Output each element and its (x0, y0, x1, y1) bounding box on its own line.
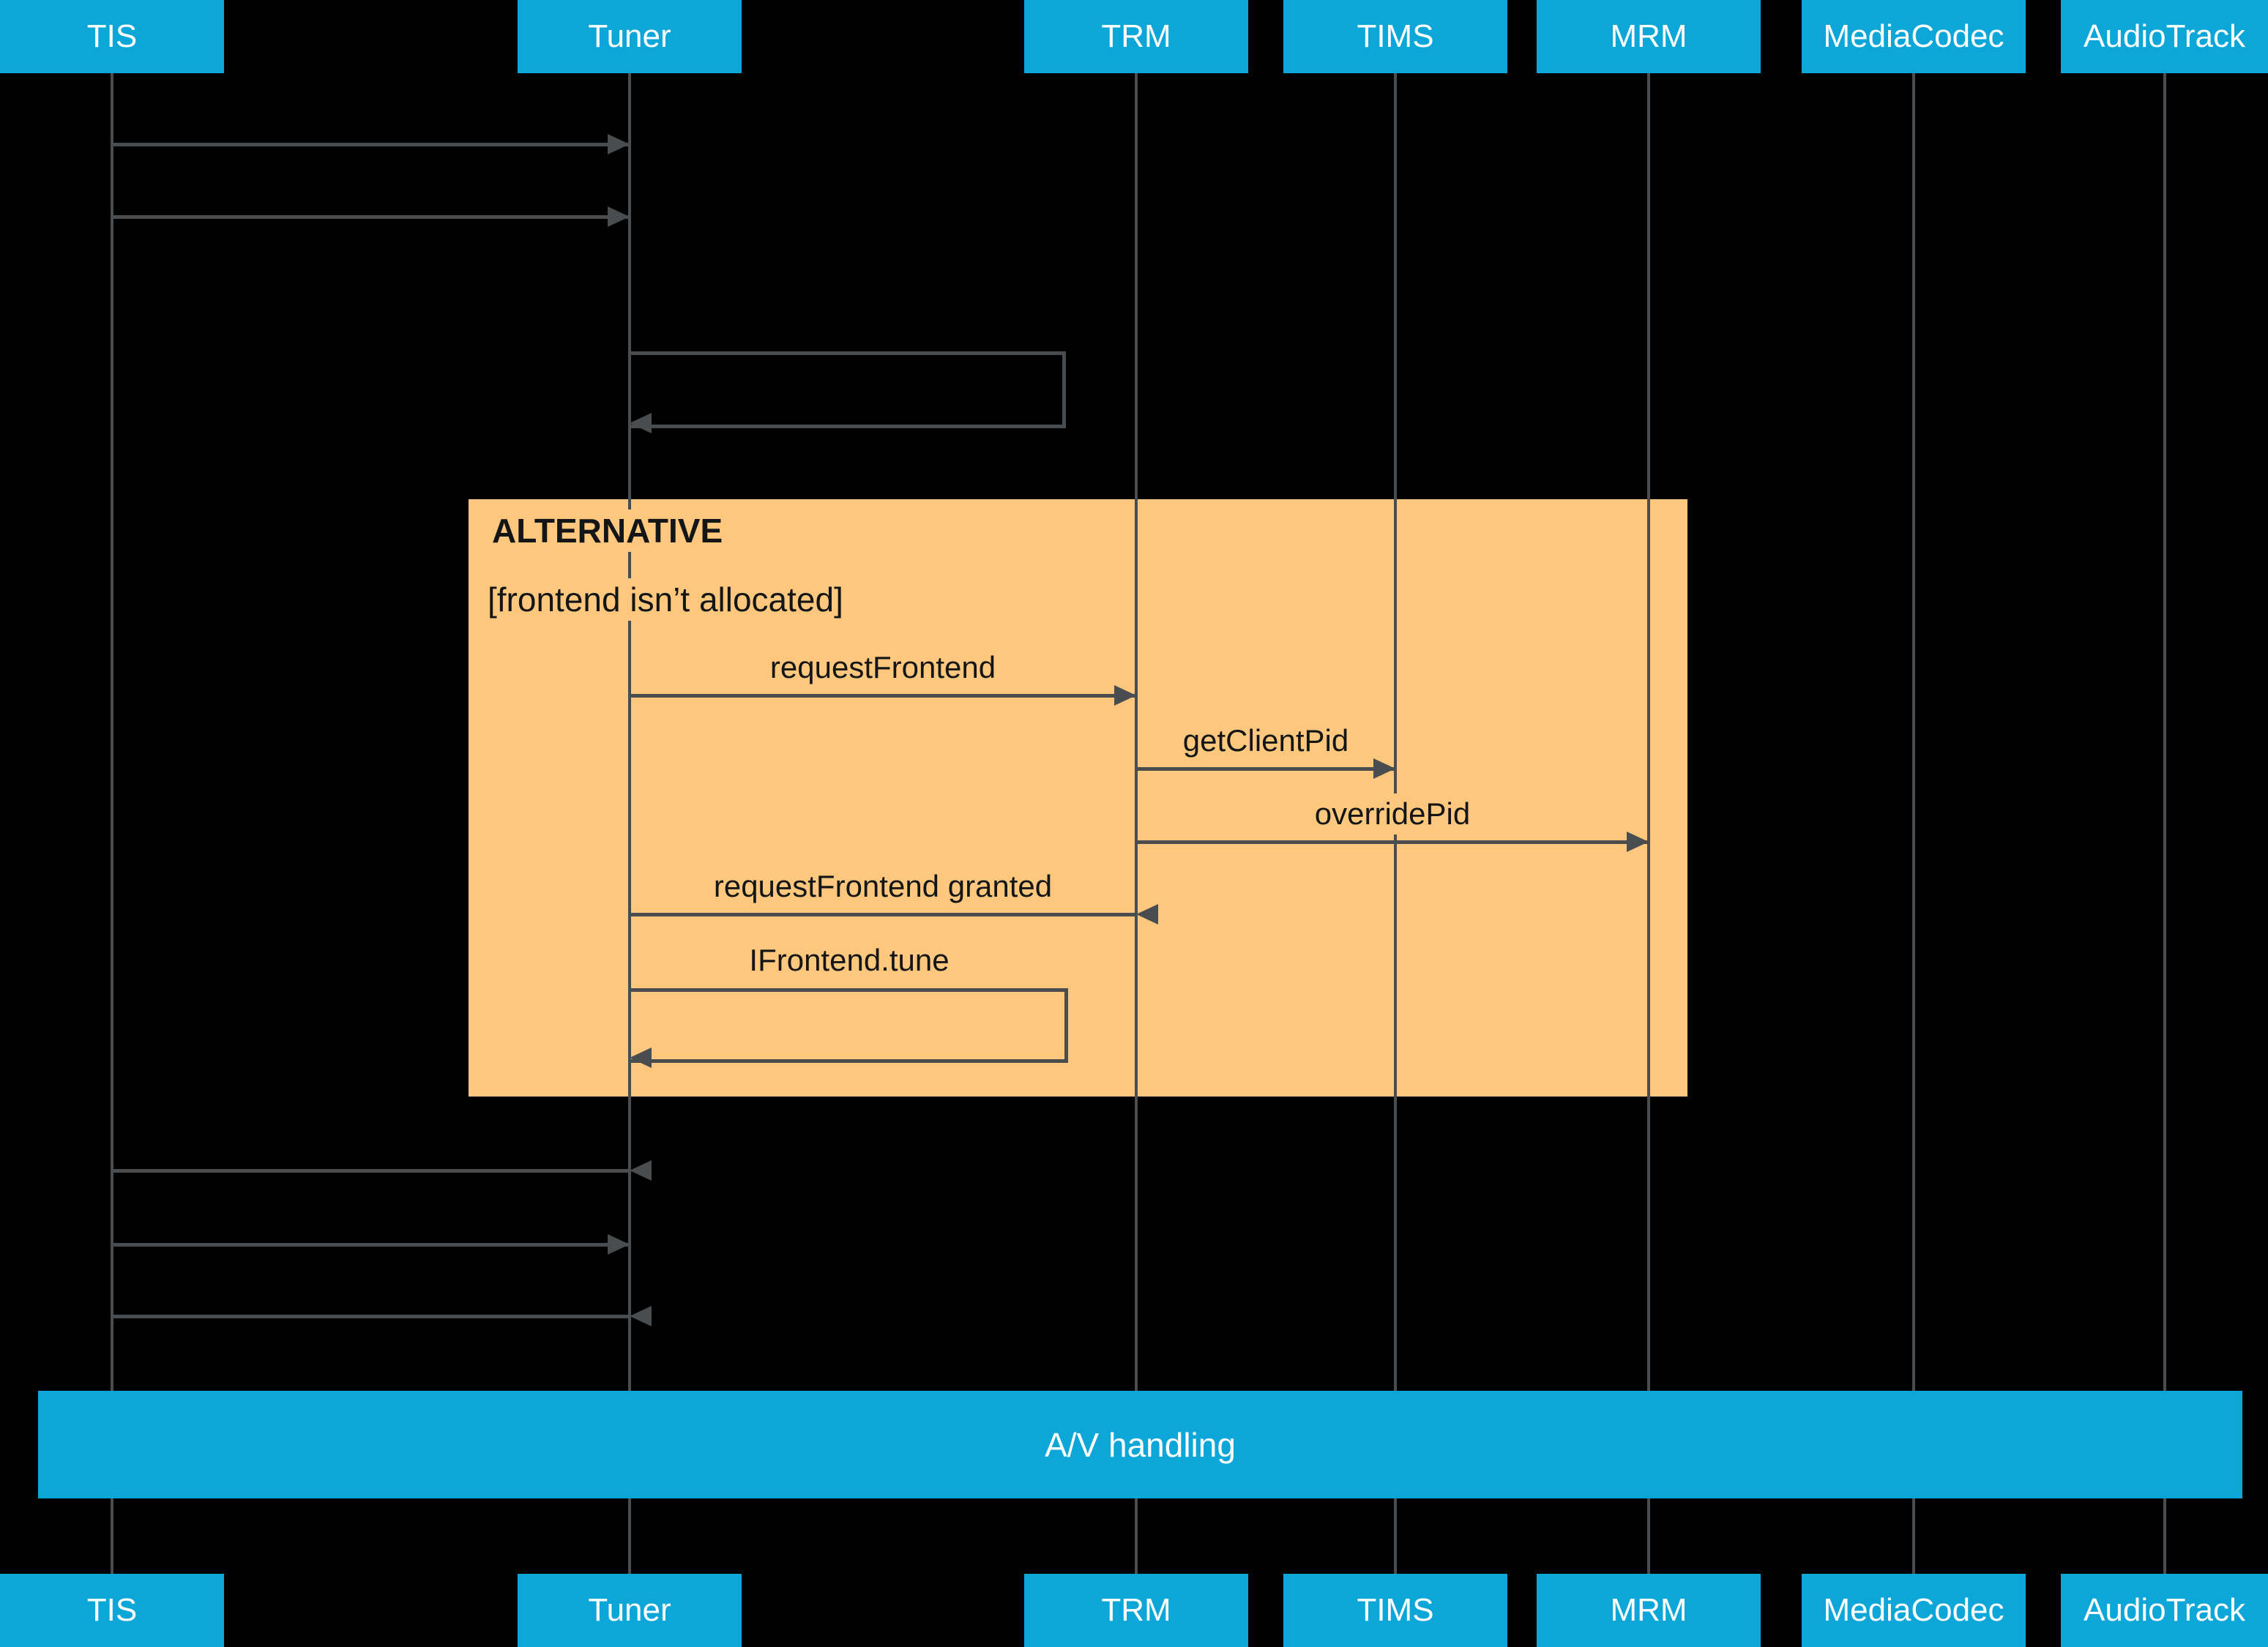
message-arrow (112, 1169, 630, 1173)
participant-box-bottom-tis: TIS (0, 1574, 224, 1647)
lifeline-audiotrack (2163, 73, 2166, 1574)
participant-box-top-tuner: Tuner (518, 0, 742, 73)
arrowhead-right-icon (608, 206, 630, 227)
message-arrow (630, 913, 1136, 916)
message-arrow (112, 143, 630, 146)
av-handling-bar: A/V handling (38, 1391, 2242, 1498)
message-arrow (1136, 767, 1395, 771)
participant-box-top-mediacodec: MediaCodec (1802, 0, 2026, 73)
alt-title: ALTERNATIVE (485, 509, 731, 552)
arrowhead-right-icon (1114, 685, 1136, 706)
message-arrow (1136, 840, 1649, 844)
message-label: getClientPid (1172, 720, 1359, 761)
participant-box-bottom-tims: TIMS (1283, 1574, 1507, 1647)
message-arrow (630, 694, 1136, 698)
participant-box-top-tis: TIS (0, 0, 224, 73)
arrowhead-right-icon (1373, 758, 1395, 779)
arrowhead-right-icon (1627, 832, 1649, 852)
message-label: IFrontend.tune (739, 940, 960, 981)
participant-box-top-tims: TIMS (1283, 0, 1507, 73)
lifeline-mediacodec (1912, 73, 1915, 1574)
participant-box-top-trm: TRM (1024, 0, 1248, 73)
arrowhead-left-icon (630, 1306, 652, 1326)
lifeline-mrm (1647, 73, 1650, 1574)
arrowhead-left-icon (630, 413, 652, 433)
participant-box-top-mrm: MRM (1537, 0, 1761, 73)
arrowhead-left-icon (630, 1047, 652, 1068)
arrowhead-left-icon (630, 1160, 652, 1181)
lifeline-tis (111, 73, 113, 1574)
participant-box-bottom-tuner: Tuner (518, 1574, 742, 1647)
message-arrow (112, 215, 630, 219)
self-message-loop (630, 351, 1066, 428)
participant-box-bottom-trm: TRM (1024, 1574, 1248, 1647)
lifeline-trm (1135, 73, 1138, 1574)
message-arrow (112, 1243, 630, 1247)
arrowhead-right-icon (608, 134, 630, 154)
alt-guard: [frontend isn’t allocated] (480, 578, 851, 621)
message-label: overridePid (1304, 793, 1481, 834)
arrowhead-right-icon (608, 1234, 630, 1255)
message-label: requestFrontend (759, 647, 1007, 688)
participant-box-bottom-mediacodec: MediaCodec (1802, 1574, 2026, 1647)
message-label: requestFrontend granted (703, 866, 1063, 907)
participant-box-bottom-mrm: MRM (1537, 1574, 1761, 1647)
message-arrow (112, 1315, 630, 1318)
participant-box-top-audiotrack: AudioTrack (2061, 0, 2268, 73)
self-message-loop (630, 988, 1068, 1063)
lifeline-tuner (628, 73, 631, 1574)
arrowhead-left-icon (1136, 904, 1158, 925)
participant-box-bottom-audiotrack: AudioTrack (2061, 1574, 2268, 1647)
